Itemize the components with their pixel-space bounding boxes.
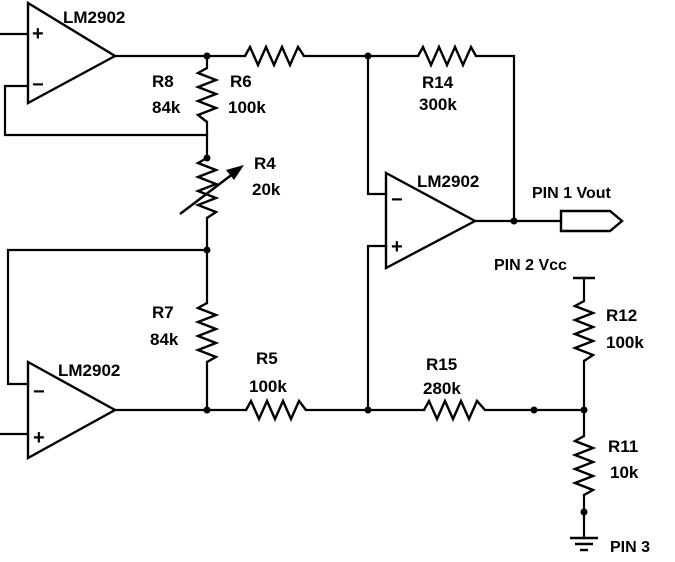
- r5-value-label: 100k: [249, 377, 287, 396]
- junction-dot: [530, 406, 538, 414]
- opamp-u1-part-label: LM2902: [63, 8, 125, 27]
- opamp-u3-plus: +: [391, 236, 403, 258]
- r7-ref-label: R7: [152, 303, 174, 322]
- r14-ref-label: R14: [422, 73, 454, 92]
- r4-wiper-arrow-head: [226, 165, 244, 180]
- resistor-r14: [416, 44, 478, 68]
- r12-ref-label: R12: [606, 306, 637, 325]
- resistor-r12: [571, 299, 597, 362]
- opamp-u2-part-label: LM2902: [58, 361, 120, 380]
- junction-dot: [203, 406, 211, 414]
- resistor-r7: [194, 301, 220, 364]
- r14-right-wire: [474, 54, 516, 223]
- junction-dot: [203, 246, 211, 254]
- junction-dot: [580, 508, 588, 516]
- r5-ref-label: R5: [256, 349, 278, 368]
- u1-feedback-wire: [3, 84, 209, 137]
- vcc-pin-label: PIN 2 Vcc: [494, 257, 567, 274]
- vout-pin-connector: [559, 209, 624, 233]
- opamp-u3: − + LM2902: [384, 170, 479, 270]
- resistor-r5: [244, 398, 307, 422]
- opamp-u3-body: [384, 170, 478, 270]
- opamp-u2-plus: +: [33, 427, 45, 449]
- opamp-u3-minus: −: [391, 189, 403, 211]
- r7-value-label: 84k: [150, 330, 179, 349]
- junction-dot: [203, 154, 211, 162]
- r4-ref-label: R4: [254, 154, 276, 173]
- junction-dot: [580, 406, 588, 414]
- opamp-u2-body: [26, 359, 118, 461]
- r6-value-label: 100k: [228, 98, 266, 117]
- r4-wiper-arrow-shaft: [179, 169, 239, 215]
- r8-ref-label: R8: [152, 72, 174, 91]
- junction-dot: [364, 406, 372, 414]
- opamp-u2: − + LM2902: [26, 359, 120, 461]
- r11-ref-label: R11: [608, 437, 638, 456]
- ground-icon: [570, 536, 598, 552]
- gnd-pin-label: PIN 3: [610, 539, 650, 556]
- u3-plus-wire: [366, 244, 388, 412]
- opamp-u1-minus: −: [32, 74, 44, 96]
- opamp-u1: + − LM2902: [26, 0, 125, 106]
- junction-dot: [364, 52, 372, 60]
- resistor-r6: [243, 44, 305, 68]
- opamp-u1-body: [26, 0, 118, 106]
- r4-value-label: 20k: [252, 180, 281, 199]
- resistor-r11: [571, 434, 597, 497]
- r15-value-label: 280k: [423, 379, 461, 398]
- resistor-r4: [194, 156, 220, 219]
- r8-value-label: 84k: [152, 98, 181, 117]
- r12-value-label: 100k: [606, 333, 644, 352]
- vout-pin-label: PIN 1 Vout: [532, 185, 611, 202]
- u3-minus-wire: [366, 54, 388, 196]
- opamp-u1-plus: +: [32, 23, 44, 45]
- junction-dot: [510, 217, 518, 225]
- r11-value-label: 10k: [610, 463, 639, 482]
- u2-feedback-wire: [6, 248, 209, 386]
- junction-dot: [203, 52, 211, 60]
- resistor-r8: [194, 66, 220, 123]
- resistor-r15: [422, 398, 486, 422]
- r14-value-label: 300k: [419, 95, 457, 114]
- opamp-u3-part-label: LM2902: [417, 172, 479, 191]
- r15-ref-label: R15: [426, 355, 457, 374]
- opamp-u2-minus: −: [33, 381, 45, 403]
- r6-ref-label: R6: [230, 72, 252, 91]
